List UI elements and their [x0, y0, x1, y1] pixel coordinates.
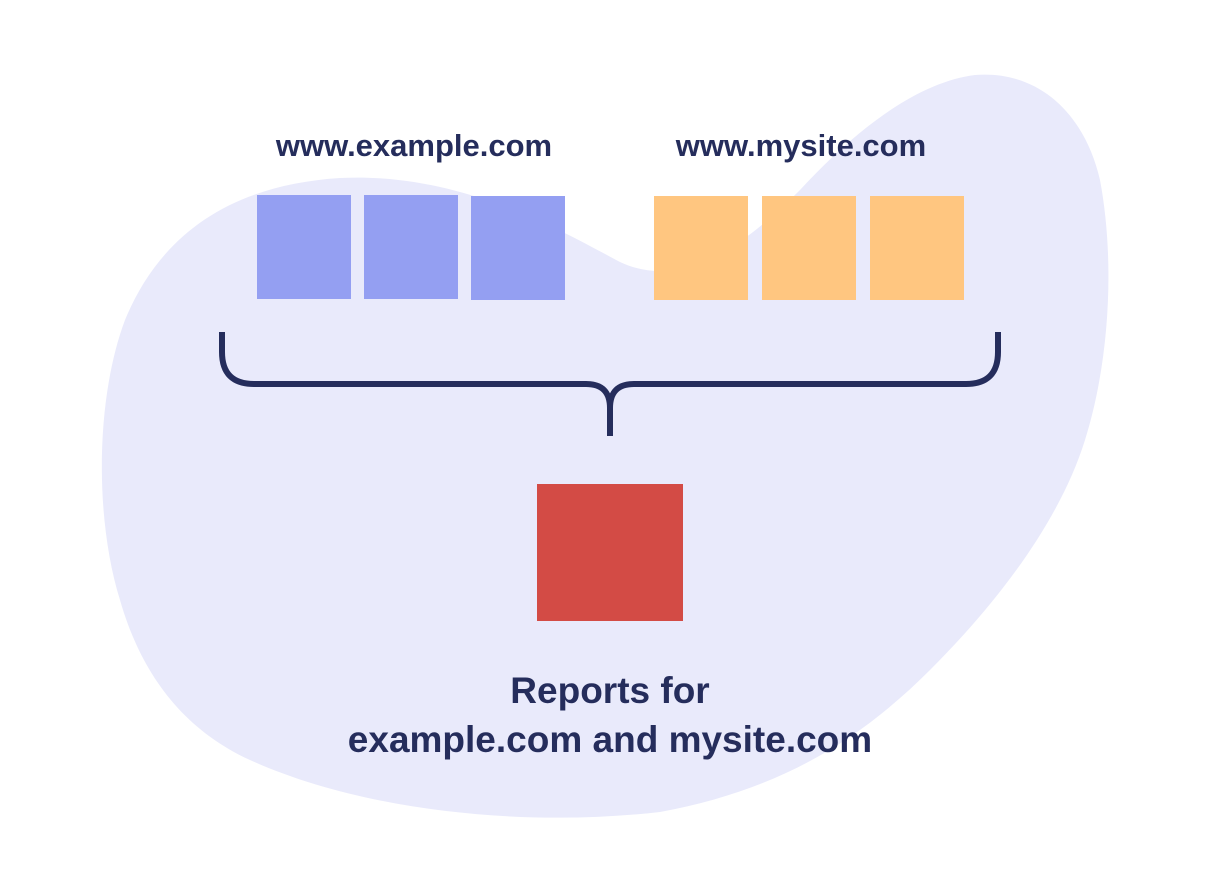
blob-shape: [101, 74, 1109, 818]
site-a-block: [471, 196, 565, 300]
site-b-label: www.mysite.com: [675, 128, 927, 163]
site-b-block: [762, 196, 856, 300]
caption-line-1: Reports for: [510, 670, 710, 711]
site-b-block: [870, 196, 964, 300]
combined-report-block: [537, 484, 683, 621]
report-caption: Reports for example.com and mysite.com: [260, 666, 960, 764]
site-a-block: [257, 195, 351, 299]
grouping-brace: [219, 332, 1001, 436]
site-b-block: [654, 196, 748, 300]
caption-line-2: example.com and mysite.com: [347, 719, 873, 760]
site-a-label: www.example.com: [275, 128, 553, 163]
site-a-block: [364, 195, 458, 299]
